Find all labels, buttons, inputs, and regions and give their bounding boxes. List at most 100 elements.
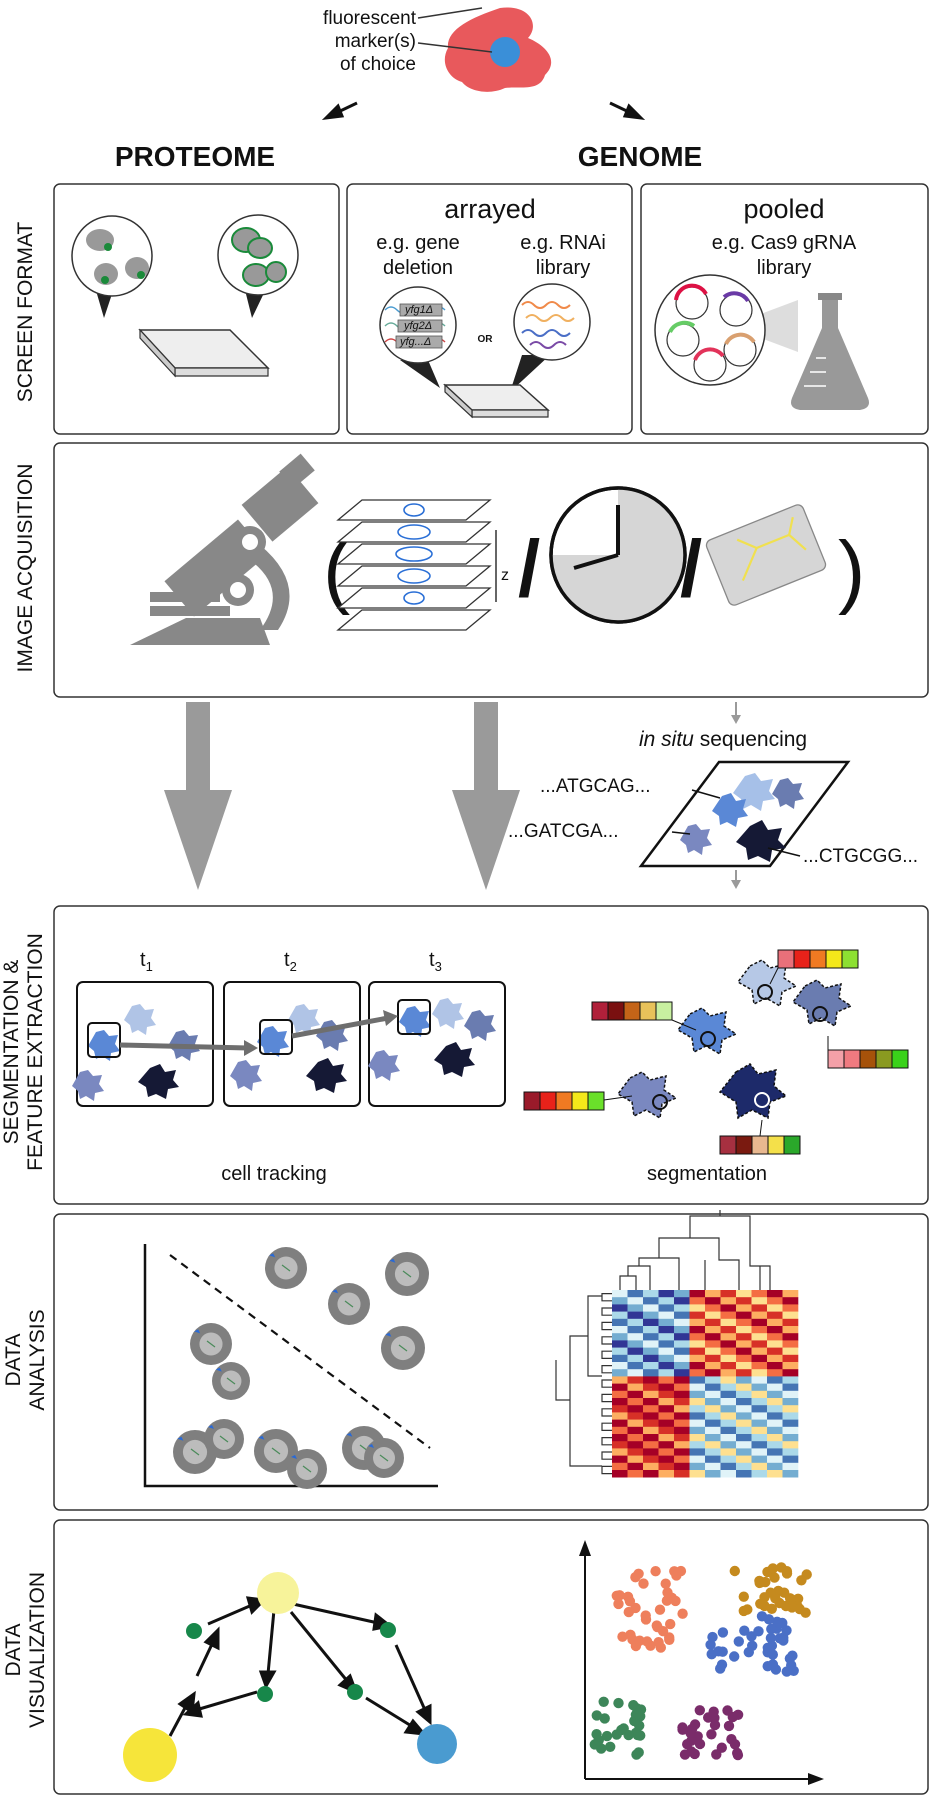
scatter-point-green <box>598 1696 609 1708</box>
scatter-point-blue <box>781 1625 792 1636</box>
heatmap-cell <box>782 1369 799 1377</box>
scatter-point-orange <box>638 1578 649 1589</box>
heatmap-cell <box>612 1455 628 1464</box>
thin-arrow-bottom-icon <box>731 870 741 889</box>
heatmap-cell <box>643 1412 659 1420</box>
heatmap-cell <box>674 1333 690 1341</box>
heatmap-cell <box>627 1434 644 1442</box>
heatmap-cell <box>612 1434 628 1442</box>
proteome-title: PROTEOME <box>115 141 275 172</box>
heatmap-cell <box>767 1333 783 1341</box>
heatmap-cell <box>689 1333 706 1341</box>
image-acquisition-section: IMAGE ACQUISITION ( <box>14 442 929 698</box>
heatmap-cell <box>736 1311 752 1320</box>
heatmap-cell <box>767 1434 783 1442</box>
heatmap-cell <box>767 1398 783 1406</box>
heatmap-cell <box>705 1326 721 1334</box>
frame-t3 <box>368 981 506 1107</box>
scatter-point-purple <box>709 1719 721 1731</box>
heatmap-cell <box>767 1405 783 1413</box>
scatter-point-blue <box>778 1635 789 1646</box>
pooled-zoom <box>654 274 766 386</box>
segmentation-caption: segmentation <box>647 1163 767 1185</box>
scatter-point-gold <box>781 1568 793 1579</box>
heatmap-cell <box>643 1455 659 1464</box>
heatmap-cell <box>689 1354 706 1363</box>
t1-label: t1 <box>140 949 153 974</box>
heatmap-cell <box>720 1340 737 1348</box>
frame-t3-cells <box>368 998 496 1081</box>
heatmap-cell <box>720 1304 737 1312</box>
heatmap-cell <box>627 1304 644 1312</box>
heatmap-cell <box>736 1405 752 1413</box>
heatmap-cell <box>658 1354 675 1363</box>
scatter-point-gold <box>738 1591 749 1602</box>
spb-marker <box>215 1367 222 1372</box>
heatmap-cell <box>643 1340 659 1348</box>
heatmap-cell <box>782 1311 799 1320</box>
scatter-point-purple <box>686 1735 697 1746</box>
heatmap-cell <box>612 1333 628 1341</box>
heatmap-cell <box>720 1347 737 1356</box>
heatmap-cell <box>767 1347 783 1356</box>
heatmap-cell <box>674 1398 690 1406</box>
segmented-cells <box>616 959 853 1120</box>
heatmap-cell <box>627 1297 644 1305</box>
heatmap-cell <box>674 1311 690 1320</box>
arrayed-plate-icon <box>443 383 550 419</box>
heatmap-cell <box>643 1383 659 1392</box>
scatter-point-orange <box>677 1608 688 1619</box>
heatmap-cell <box>627 1290 644 1298</box>
heatmap-cell <box>705 1448 721 1456</box>
heatmap-cell <box>751 1441 768 1449</box>
heatmap-cell <box>627 1426 644 1435</box>
heatmap-cell <box>689 1376 706 1384</box>
heatmap-cell <box>767 1297 783 1305</box>
heatmap-cell <box>782 1448 799 1456</box>
heatmap-cell <box>627 1347 644 1356</box>
heatmap-cell <box>674 1390 690 1399</box>
heatmap-cell <box>736 1318 752 1327</box>
heatmap-cell <box>767 1390 783 1399</box>
heatmap-cell <box>751 1398 768 1406</box>
heatmap-cell <box>689 1326 706 1334</box>
heatmap-cell <box>643 1405 659 1413</box>
network-graph <box>123 1572 457 1782</box>
genome-title: GENOME <box>578 141 702 172</box>
heatmap-cell <box>689 1419 706 1428</box>
data-visualization-label-2: VISUALIZATION <box>26 1572 49 1728</box>
spb-marker <box>194 1329 201 1334</box>
segmentation-label-1: SEGMENTATION & <box>0 960 23 1145</box>
scatter-point-orange <box>624 1596 636 1607</box>
heatmap-cell <box>612 1347 628 1356</box>
arrayed-title: arrayed <box>444 194 536 224</box>
heatmap-cell <box>612 1362 628 1370</box>
heatmap-cell <box>751 1297 768 1305</box>
spb-marker <box>291 1455 297 1459</box>
heatmap-cell <box>612 1426 628 1435</box>
heatmap-cell <box>643 1318 659 1327</box>
heatmap-cell <box>658 1441 675 1449</box>
heatmap-cell <box>782 1383 799 1392</box>
scatter-point-purple <box>706 1729 717 1740</box>
clock-icon <box>549 486 687 624</box>
data-analysis-section: DATA ANALYSIS <box>2 1210 929 1511</box>
scatter-point-green <box>593 1735 604 1746</box>
heatmap-cell <box>767 1311 783 1320</box>
scatter-point-gold <box>760 1576 771 1588</box>
heatmap-cell <box>782 1376 799 1384</box>
scatter-point-blue <box>765 1632 777 1644</box>
scatter-point-blue <box>707 1631 718 1643</box>
spindle <box>226 1377 236 1385</box>
heatmap-cell <box>720 1419 737 1428</box>
heatmap-cell <box>767 1318 783 1327</box>
scatter-point-purple <box>679 1749 691 1760</box>
scatter-point-green <box>601 1730 613 1742</box>
scatter-point-green <box>591 1710 602 1721</box>
heatmap-cell <box>751 1290 768 1298</box>
screen-format-label: SCREEN FORMAT <box>14 222 37 403</box>
dendrogram-top <box>619 1210 771 1290</box>
heatmap-cell <box>674 1419 690 1428</box>
scatter-point-green <box>623 1729 634 1741</box>
heatmap-cell <box>689 1311 706 1320</box>
